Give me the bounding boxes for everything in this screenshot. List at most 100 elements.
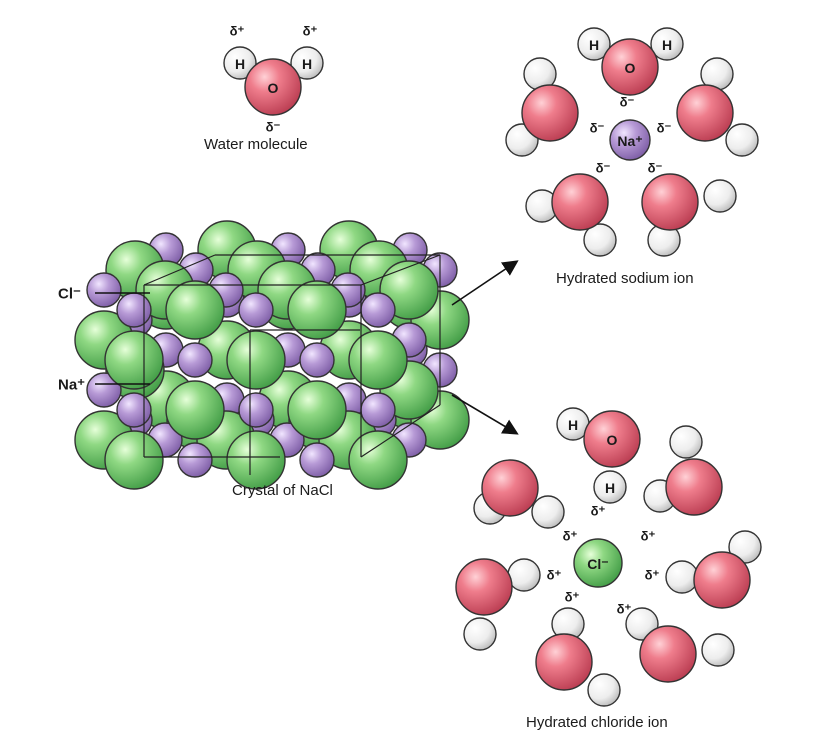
hydrogen-atom (531, 495, 565, 529)
hydrogen-label: H (605, 480, 615, 496)
hydrogen-label: H (302, 56, 312, 72)
delta-plus-label: δ⁺ (563, 529, 578, 544)
water-bottom-right (625, 607, 735, 683)
hydrogen-atom (593, 470, 627, 504)
sodium-ion-label: Na⁺ (58, 377, 85, 394)
chloride-ion (165, 380, 225, 440)
hydrogen-atom (665, 560, 699, 594)
sodium-ion (360, 292, 396, 328)
hydrogen-atom (650, 27, 684, 61)
water-bottom-left (525, 173, 617, 257)
delta-minus-label: δ⁻ (590, 121, 605, 136)
crystal-edge (143, 254, 216, 286)
sodium-ion (86, 272, 122, 308)
sodium-ion (299, 442, 335, 478)
delta-minus-label: δ⁻ (620, 95, 635, 110)
hydrogen-atom (701, 633, 735, 667)
oxygen-atom (455, 558, 513, 616)
delta-plus-label: δ⁺ (565, 590, 580, 605)
oxygen-label: O (268, 80, 279, 96)
oxygen-atom (676, 84, 734, 142)
arrow-to-chloride (451, 394, 519, 435)
water-right (676, 57, 759, 157)
chloride-ion (348, 430, 408, 490)
hydrogen-atom (507, 558, 541, 592)
delta-minus-label: δ⁻ (266, 120, 281, 135)
sodium-ion (238, 392, 274, 428)
leader-lines: Cl⁻ Na⁺ (58, 260, 519, 435)
delta-plus-label: δ⁺ (591, 504, 606, 519)
sodium-ion (177, 342, 213, 378)
crystal-edge (360, 404, 441, 458)
oxygen-atom (551, 173, 609, 231)
chloride-center (573, 538, 623, 588)
hydrogen-atom (669, 425, 703, 459)
delta-minus-label: δ⁻ (648, 161, 663, 176)
oxygen-atom (535, 633, 593, 691)
oxygen-atom (601, 38, 659, 96)
hydrogen-label: H (235, 56, 245, 72)
hydrated-sodium-caption: Hydrated sodium ion (556, 270, 694, 287)
delta-plus-label: δ⁺ (645, 568, 660, 583)
oxygen-label: O (607, 432, 618, 448)
chloride-ion (104, 430, 164, 490)
hydrogen-atom (290, 46, 324, 80)
hydrogen-atom (223, 46, 257, 80)
crystal-caption: Crystal of NaCl (232, 482, 333, 499)
oxygen-atom (481, 459, 539, 517)
water-molecule-caption: Water molecule (204, 136, 308, 153)
water-left (455, 558, 541, 651)
hydrogen-label: H (568, 417, 578, 433)
chloride-ion (348, 330, 408, 390)
hydrated-chloride-caption: Hydrated chloride ion (526, 714, 668, 731)
water-left (505, 57, 579, 157)
water-upper-left (473, 459, 565, 529)
oxygen-atom (641, 173, 699, 231)
water-upper-right (643, 425, 723, 516)
chloride-ion (287, 380, 347, 440)
chloride-ion (165, 280, 225, 340)
chloride-ion (226, 330, 286, 390)
chloride-ion (287, 280, 347, 340)
sodium-label: Na⁺ (617, 133, 642, 149)
sodium-ion (86, 372, 122, 408)
hydrogen-atom (577, 27, 611, 61)
nacl-crystal (74, 220, 470, 490)
hydrogen-label: H (662, 37, 672, 53)
oxygen-atom (693, 551, 751, 609)
hydrogen-atom (463, 617, 497, 651)
water-bottom-right (641, 173, 737, 257)
oxygen-label: O (625, 60, 636, 76)
oxygen-atom (639, 625, 697, 683)
delta-plus-label: δ⁺ (303, 24, 318, 39)
water-right (665, 530, 762, 609)
water-bottom-left (535, 607, 621, 707)
chloride-label: Cl⁻ (587, 556, 608, 572)
arrow-to-sodium (451, 260, 519, 306)
oxygen-atom (583, 410, 641, 468)
delta-minus-label: δ⁻ (596, 161, 611, 176)
crystal-edge (360, 254, 441, 286)
sodium-center (609, 119, 651, 161)
delta-plus-label: δ⁺ (230, 24, 245, 39)
sodium-ion (116, 292, 152, 328)
hydrogen-atom (725, 123, 759, 157)
water-top: H O H (556, 407, 641, 504)
oxygen-atom (665, 458, 723, 516)
delta-plus-label: δ⁺ (547, 568, 562, 583)
water-top: H H O (577, 27, 684, 96)
hydrogen-atom (703, 179, 737, 213)
oxygen-atom (244, 58, 302, 116)
hydrogen-label: H (589, 37, 599, 53)
sodium-ion (299, 342, 335, 378)
water-molecule-model: H H O (223, 46, 324, 116)
chloride-ion (226, 430, 286, 490)
chloride-ion-label: Cl⁻ (58, 286, 81, 303)
sodium-ion (116, 392, 152, 428)
sodium-ion (177, 442, 213, 478)
water-molecule: H H Oδ⁺ δ⁺ δ⁻ (223, 24, 324, 135)
oxygen-atom (521, 84, 579, 142)
